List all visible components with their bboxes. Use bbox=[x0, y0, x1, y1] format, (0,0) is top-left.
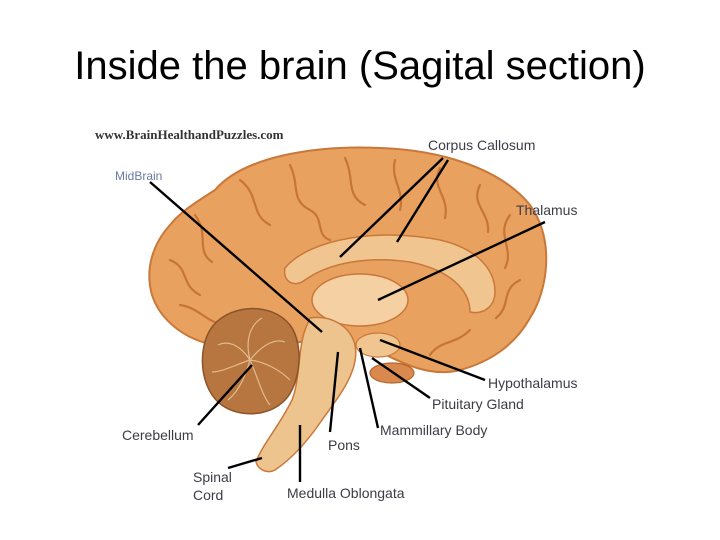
pointer-hypothalamus bbox=[379, 338, 486, 382]
cerebellum-folia bbox=[211, 317, 291, 406]
label-thalamus: Thalamus bbox=[516, 202, 577, 218]
label-spinal-cord-line1: Spinal bbox=[193, 469, 232, 485]
label-hypothalamus: Hypothalamus bbox=[488, 375, 578, 391]
label-mammillary-body: Mammillary Body bbox=[380, 422, 487, 438]
pointer-mammillary bbox=[358, 347, 380, 429]
brainstem-shape bbox=[255, 316, 357, 473]
hypothalamus-shape bbox=[355, 332, 401, 358]
corpus-callosum-shape bbox=[283, 234, 496, 314]
pointer-midbrain bbox=[149, 181, 323, 333]
pointer-spinal-cord bbox=[227, 456, 263, 470]
watermark-text: www.BrainHealthandPuzzles.com bbox=[95, 127, 284, 142]
slide-title: Inside the brain (Sagital section) bbox=[74, 44, 646, 88]
label-midbrain: MidBrain bbox=[115, 169, 162, 183]
label-pons: Pons bbox=[328, 437, 360, 453]
thalamus-shape bbox=[311, 273, 409, 327]
label-medulla-oblongata: Medulla Oblongata bbox=[287, 485, 405, 501]
pointer-lines bbox=[149, 157, 546, 482]
label-corpus-callosum: Corpus Callosum bbox=[428, 137, 535, 153]
pointer-pituitary bbox=[371, 357, 431, 399]
pointer-corpus-b bbox=[395, 159, 450, 243]
label-cerebellum: Cerebellum bbox=[122, 427, 194, 443]
label-spinal-cord-line2: Cord bbox=[193, 487, 223, 503]
pointer-pons bbox=[328, 351, 340, 433]
pointer-corpus-a bbox=[339, 157, 444, 258]
pointer-cerebellum bbox=[197, 364, 253, 426]
pointer-thalamus bbox=[377, 220, 546, 302]
label-pituitary-gland: Pituitary Gland bbox=[432, 396, 524, 412]
